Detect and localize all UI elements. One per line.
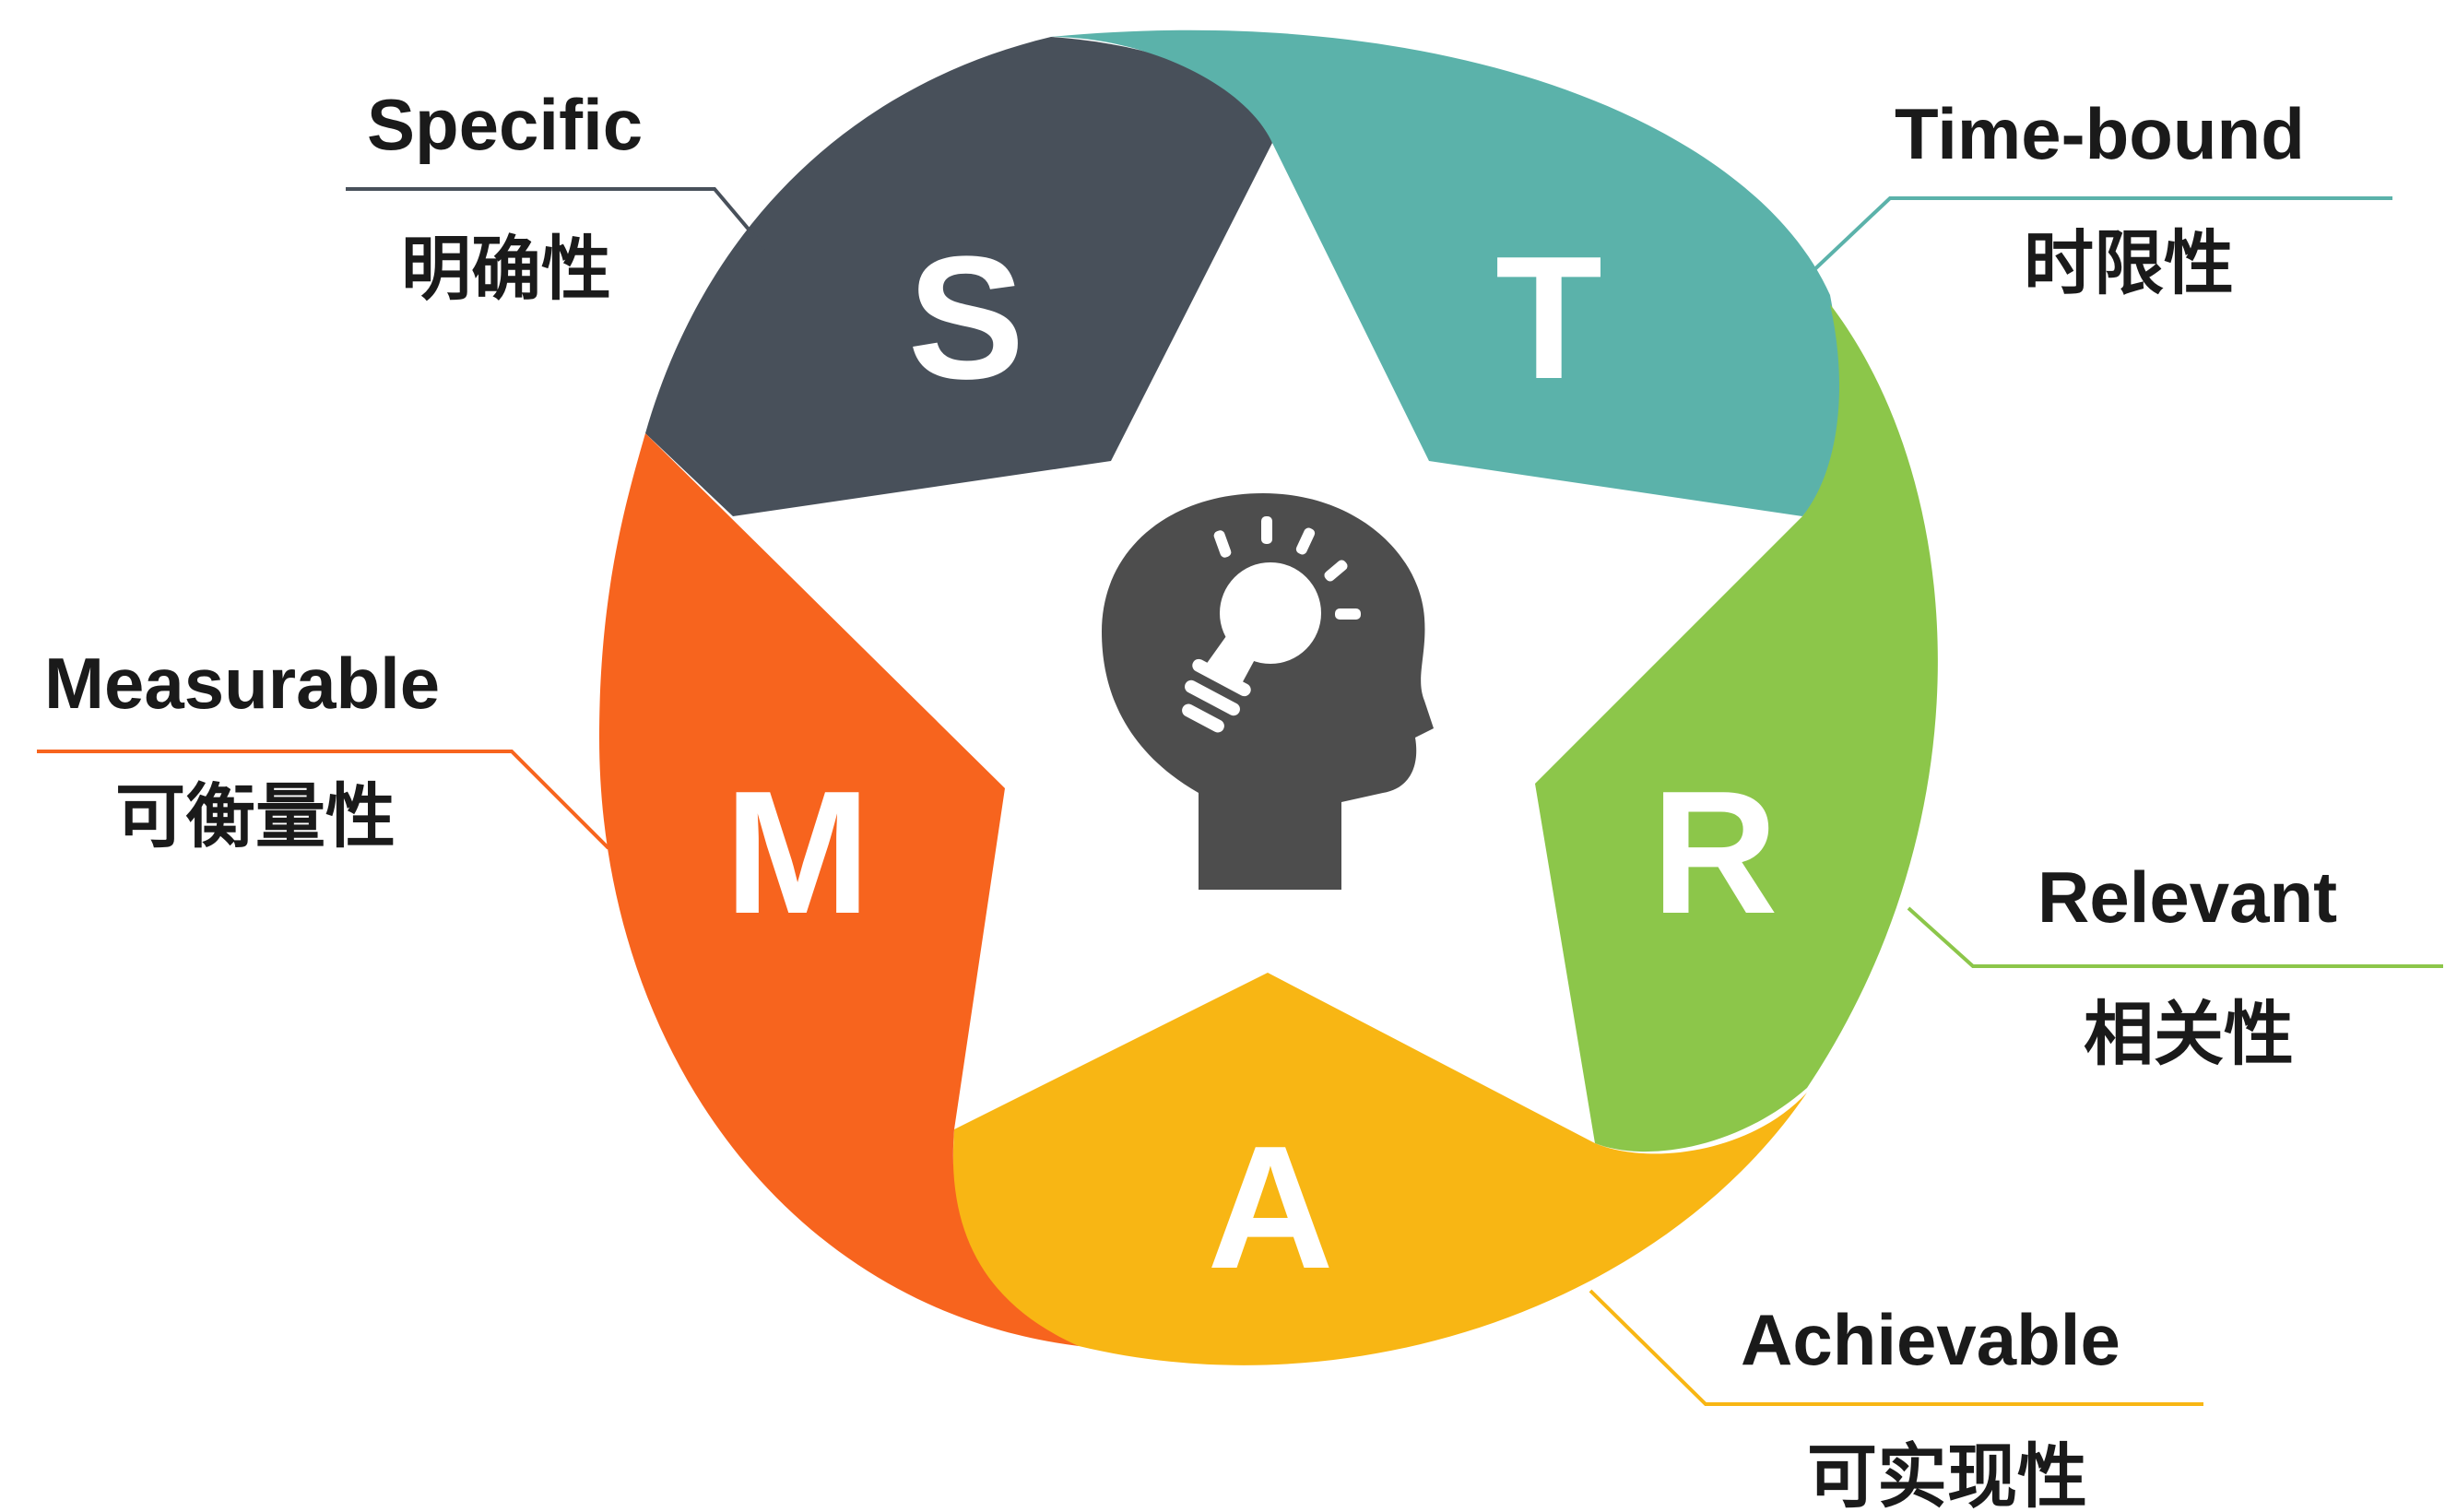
label-specific: Specific <box>367 84 643 165</box>
letter-t: T <box>1495 220 1602 416</box>
segment-t <box>1051 30 1841 516</box>
labels: Specific 明确性 Time-bound 时限性 Relevant 相关性… <box>44 84 2337 1512</box>
leader-lines <box>37 187 2443 1406</box>
label-achievable: Achievable <box>1741 1299 2120 1380</box>
letter-a: A <box>1207 1110 1333 1305</box>
lightbulb-base-1 <box>1192 658 1251 697</box>
label-relevant: Relevant <box>2038 856 2337 938</box>
letter-s: S <box>908 220 1025 416</box>
label-time-bound-cn: 时限性 <box>2024 222 2234 304</box>
label-specific-cn: 明确性 <box>401 228 611 310</box>
lightbulb-ray-2 <box>1261 516 1272 544</box>
label-achievable-cn: 可实现性 <box>1807 1435 2087 1512</box>
leader-line-t <box>1805 196 2392 278</box>
segment-m <box>599 433 1079 1346</box>
label-relevant-cn: 相关性 <box>2084 993 2294 1075</box>
lightbulb-glass <box>1220 562 1321 664</box>
leader-line-a <box>1589 1289 2203 1406</box>
segment-a <box>952 973 1807 1365</box>
lightbulb-ray-3 <box>1295 527 1316 555</box>
lightbulb-base-2 <box>1185 679 1240 716</box>
segment-letters: S T R A M <box>725 220 1778 1305</box>
letter-m: M <box>725 755 870 951</box>
segment-s <box>645 37 1272 516</box>
leader-line-r <box>1907 906 2443 968</box>
lightbulb-ray-4 <box>1324 560 1348 582</box>
segment-r <box>1535 304 1938 1152</box>
leader-line-s <box>346 187 767 251</box>
smart-wheel <box>599 30 1938 1365</box>
leader-line-m <box>37 750 610 850</box>
lightbulb-ray-5 <box>1335 608 1361 620</box>
letter-r: R <box>1651 755 1778 951</box>
head-silhouette <box>1102 493 1434 890</box>
label-measurable-cn: 可衡量性 <box>115 775 396 857</box>
label-time-bound: Time-bound <box>1895 93 2305 174</box>
lightbulb-ray-1 <box>1213 530 1232 558</box>
head-lightbulb-icon <box>1102 493 1434 890</box>
label-measurable: Measurable <box>44 643 440 724</box>
lightbulb-base-3 <box>1182 703 1224 733</box>
